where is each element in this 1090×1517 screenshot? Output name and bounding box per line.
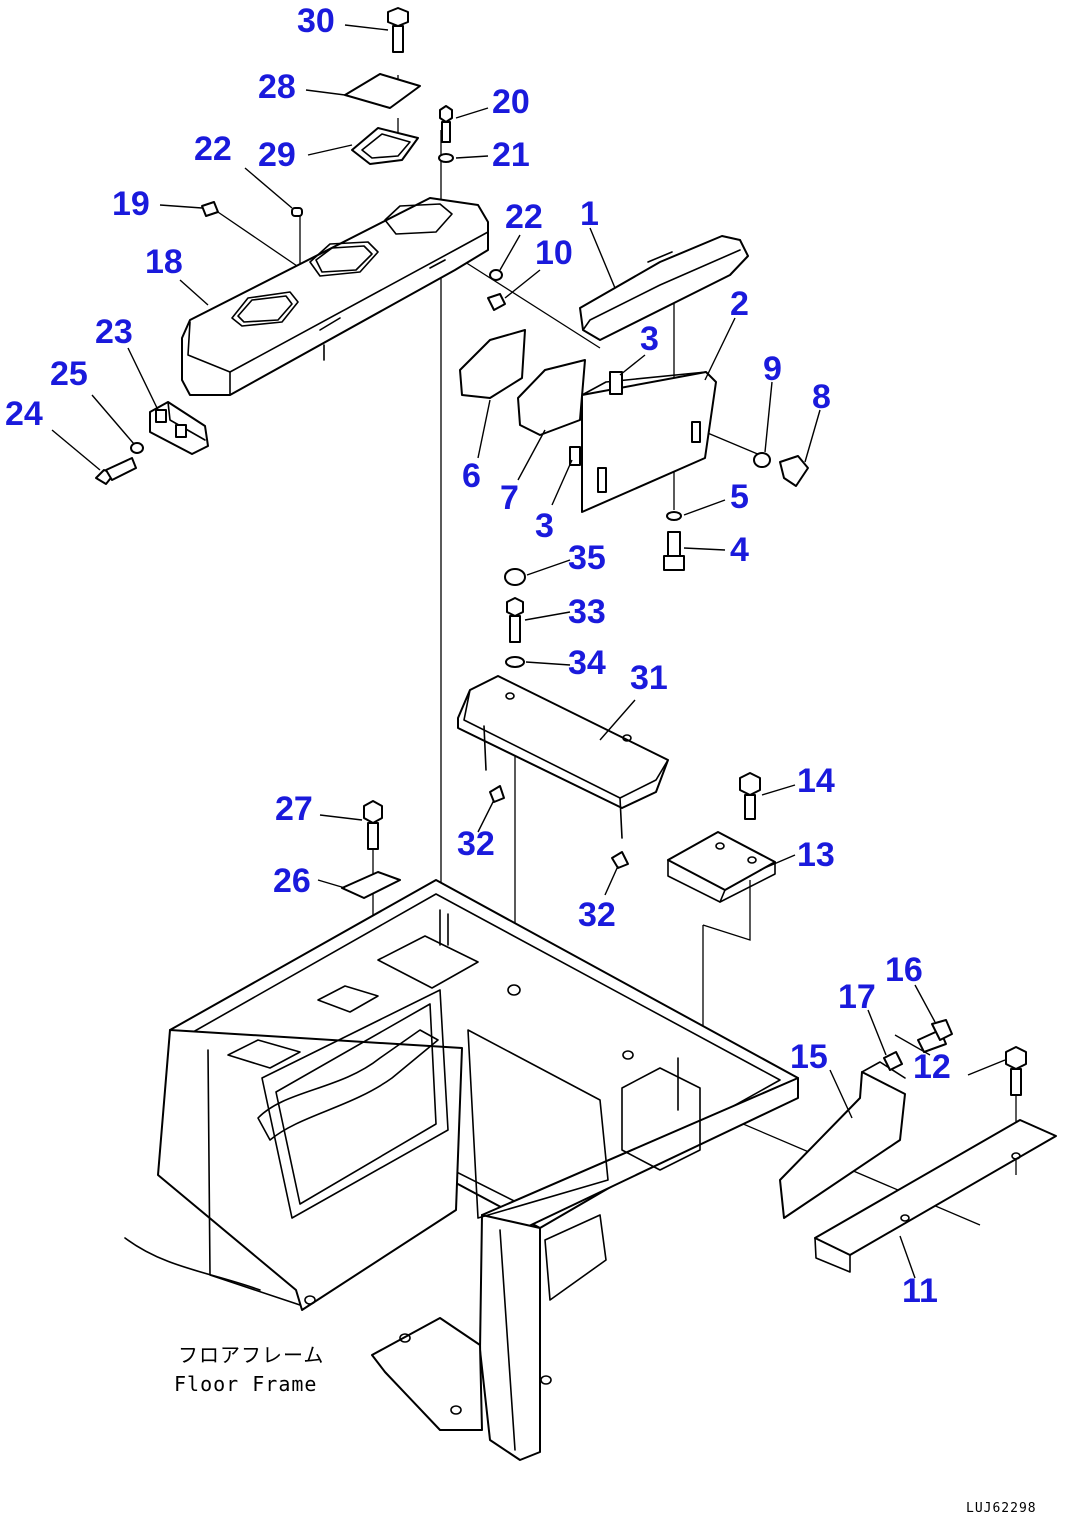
callout-27: 27 (275, 790, 313, 828)
clip-part-3-upper (609, 371, 623, 395)
clip-part-32-right (611, 851, 629, 869)
callout-14: 14 (797, 762, 835, 800)
console-cover-part-18 (181, 197, 489, 396)
plate-part-28 (344, 73, 421, 109)
knob-part-8 (779, 455, 809, 487)
washer-part-9 (753, 452, 771, 468)
callout-12: 12 (913, 1048, 951, 1086)
callout-11: 11 (902, 1272, 938, 1310)
side-panel-part-2 (581, 371, 717, 513)
bolt-part-14 (739, 772, 761, 820)
clip-part-32-left (489, 785, 505, 803)
caption-japanese: フロアフレーム (178, 1343, 324, 1367)
plate-part-26 (341, 871, 401, 899)
callout-21: 21 (492, 136, 530, 174)
callout-2: 2 (730, 285, 749, 323)
washer-part-5 (666, 511, 682, 521)
callout-13: 13 (797, 836, 835, 874)
nut-part-10 (487, 293, 506, 311)
bolt-part-33 (506, 597, 524, 643)
bolt-part-16 (917, 1019, 953, 1053)
bolt-part-24 (95, 457, 137, 485)
callout-32-left: 32 (457, 825, 495, 863)
bracket-part-23 (149, 401, 209, 455)
callout-3-upper: 3 (640, 320, 659, 358)
callout-9: 9 (763, 350, 782, 388)
washer-part-25 (130, 442, 144, 454)
callout-23: 23 (95, 313, 133, 351)
armrest-part-1 (579, 235, 749, 341)
cap-part-22-top (291, 207, 303, 217)
callout-16: 16 (885, 951, 923, 989)
callout-25: 25 (50, 355, 88, 393)
callout-7: 7 (500, 479, 519, 517)
drawing-code: LUJ62298 (966, 1501, 1037, 1516)
cushion-part-7 (517, 359, 586, 436)
guard-part-15 (779, 1061, 906, 1219)
clip-part-3-lower (569, 446, 581, 466)
callout-31: 31 (630, 659, 668, 697)
caption-floor-frame: Floor Frame (174, 1372, 317, 1396)
callout-8: 8 (812, 378, 831, 416)
callout-34: 34 (568, 644, 606, 682)
pin-part-19 (201, 201, 219, 217)
cover-part-31 (457, 675, 669, 839)
callout-26: 26 (273, 862, 311, 900)
callout-3-lower: 3 (535, 507, 554, 545)
callout-28: 28 (258, 68, 296, 106)
washer-part-34 (505, 656, 525, 668)
gasket-part-29 (351, 127, 419, 165)
callout-4: 4 (730, 531, 749, 569)
floor-frame (124, 879, 799, 1461)
callout-18: 18 (145, 243, 183, 281)
cover-part-11 (814, 1119, 1057, 1273)
callout-19: 19 (112, 185, 150, 223)
leader-lines (51, 24, 1006, 1279)
bushing-part-17 (883, 1051, 903, 1071)
callout-24: 24 (5, 395, 43, 433)
callout-1: 1 (580, 195, 599, 233)
callout-32-right: 32 (578, 896, 616, 934)
callout-20: 20 (492, 83, 530, 121)
cap-part-22-side (489, 269, 503, 281)
bolt-part-30 (387, 7, 409, 53)
callout-35: 35 (568, 539, 606, 577)
callout-29: 29 (258, 136, 296, 174)
pad-part-6 (459, 329, 526, 399)
callout-10: 10 (535, 234, 573, 272)
bolt-part-4 (663, 531, 685, 571)
callout-22-top: 22 (194, 130, 232, 168)
callout-6: 6 (462, 457, 481, 495)
bracket-part-13 (667, 831, 776, 903)
washer-part-21 (438, 153, 454, 163)
callout-30: 30 (297, 2, 335, 40)
callout-33: 33 (568, 593, 606, 631)
callout-labels: 30 28 20 21 29 22 19 18 22 10 1 2 3 9 8 … (5, 2, 951, 1310)
callout-22-side: 22 (505, 198, 543, 236)
callout-5: 5 (730, 478, 749, 516)
callout-15: 15 (790, 1038, 828, 1076)
callout-17: 17 (838, 978, 876, 1016)
bolt-part-27 (363, 800, 383, 850)
cap-part-35 (504, 568, 526, 586)
bolt-part-12 (1005, 1046, 1027, 1096)
bolt-part-20 (439, 105, 453, 143)
